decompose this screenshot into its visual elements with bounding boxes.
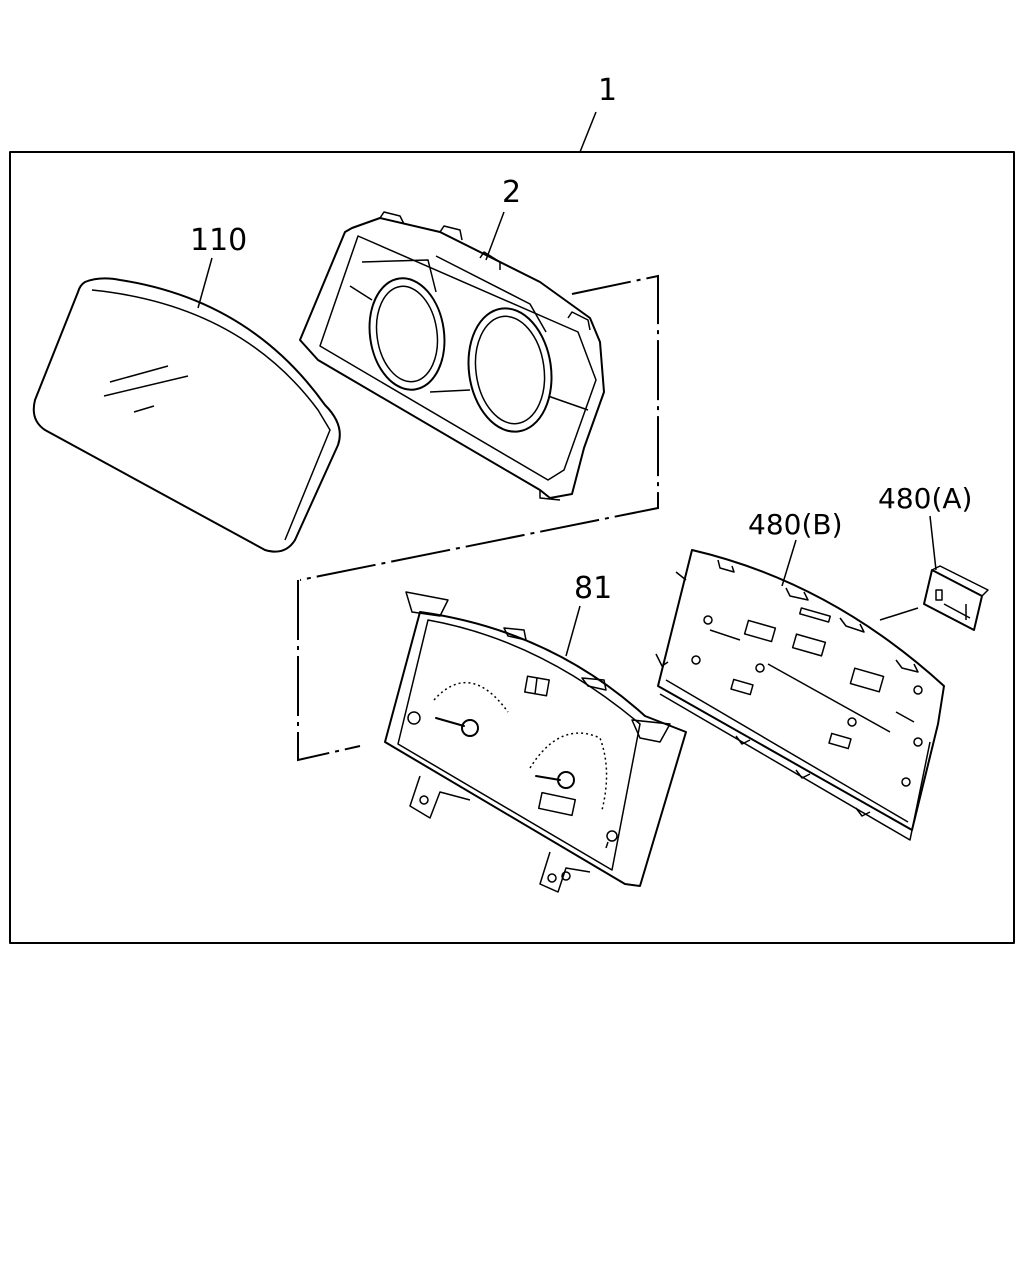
lens-part <box>32 277 341 553</box>
assembly-frame <box>9 151 1015 944</box>
leader-line-bezel <box>485 211 505 261</box>
callout-lens: 110 <box>190 223 247 258</box>
leader-line-assembly <box>579 111 597 153</box>
callout-bezel: 2 <box>502 175 521 210</box>
callout-assembly: 1 <box>598 73 617 108</box>
bezel-part <box>299 211 605 501</box>
callout-circuit-board: 480(B) <box>748 508 843 541</box>
alignment-line-upper <box>299 274 659 581</box>
callout-meter-panel: 81 <box>574 571 612 606</box>
leader-line-meter-panel <box>565 605 581 657</box>
circuit-board-part <box>655 549 945 841</box>
leader-line-connector <box>929 515 937 571</box>
leader-line-lens <box>197 257 213 309</box>
alignment-line-connector <box>879 607 919 621</box>
leader-line-circuit-board <box>781 539 797 587</box>
meter-panel-part <box>384 591 687 893</box>
alignment-line-lower <box>297 580 361 762</box>
connector-part <box>923 565 989 631</box>
callout-connector: 480(A) <box>878 482 972 515</box>
